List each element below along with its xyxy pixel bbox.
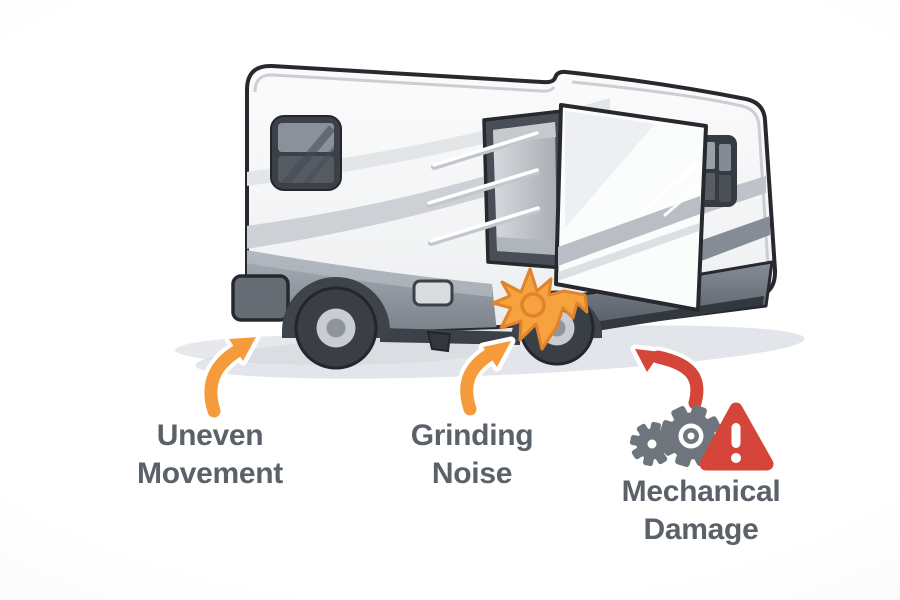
mechanical-damage-icons (629, 402, 774, 471)
label-line: Damage (643, 513, 759, 546)
front-window (270, 115, 342, 191)
warning-triangle-icon (699, 402, 774, 471)
rear-stripe-dark (688, 216, 770, 266)
label-line: Mechanical (621, 475, 781, 508)
front-wheel (282, 277, 390, 370)
exclamation-bar (731, 423, 741, 448)
curved-arrow-mechanical-icon (630, 344, 708, 414)
chassis-tab (426, 330, 452, 353)
front-bumper (231, 274, 290, 322)
rv-body (231, 63, 778, 370)
upper-body-stripe (247, 150, 568, 249)
label-line: Uneven (156, 419, 264, 452)
roof-highlight-line (253, 73, 556, 93)
curved-arrow-grinding-icon (456, 336, 516, 420)
slideout-box (554, 103, 708, 312)
rear-window (697, 135, 737, 207)
label-line: Grinding (410, 419, 534, 452)
callout-label-uneven-movement: Uneven Movement (85, 417, 335, 493)
storage-hatch (412, 279, 454, 307)
motion-lines (426, 131, 541, 246)
slideout-opening (482, 109, 567, 270)
spark-impact-icon (491, 267, 589, 351)
callout-label-mechanical-damage: Mechanical Damage (576, 473, 826, 549)
callout-label-grinding-noise: Grinding Noise (347, 417, 597, 493)
gear-large-icon (659, 404, 723, 468)
exclamation-dot (731, 453, 741, 463)
label-line: Noise (431, 457, 513, 490)
label-line: Movement (137, 457, 283, 490)
curved-arrow-uneven-icon (200, 332, 261, 422)
